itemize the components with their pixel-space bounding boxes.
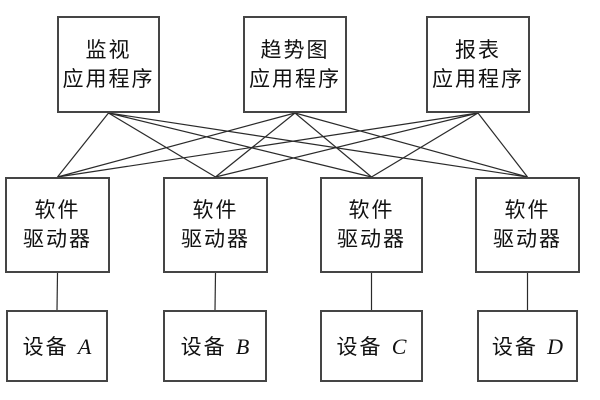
node-device-a: 设备 A: [6, 310, 108, 382]
edge-app3-drv1: [57, 112, 479, 178]
node-label-line2: 驱动器: [23, 227, 92, 251]
node-label-line1: 软件: [192, 198, 239, 222]
node-label-line2: 应用程序: [432, 66, 524, 91]
node-trend-chart-application: 趋势图 应用程序: [243, 16, 347, 113]
edge-app3-drv4: [477, 112, 528, 178]
edge-app1-drv1: [57, 112, 109, 178]
node-label-line1: 报表: [455, 37, 501, 62]
edge-app1-drv4: [108, 112, 528, 178]
node-software-driver-1: 软件 驱动器: [5, 177, 110, 273]
node-label: 设备 C: [337, 331, 407, 361]
node-monitor-application: 监视 应用程序: [57, 16, 160, 113]
edge-app3-drv3: [371, 112, 479, 178]
node-software-driver-4: 软件 驱动器: [475, 177, 580, 273]
node-label-line2: 驱动器: [493, 227, 562, 251]
device-letter: B: [235, 334, 250, 359]
device-letter: C: [391, 334, 407, 359]
edge-app1-drv2: [108, 112, 216, 178]
node-label-line1: 监视: [85, 37, 132, 62]
node-label-line2: 驱动器: [337, 227, 406, 251]
edge-app3-drv2: [215, 112, 479, 178]
device-word: 设备: [491, 335, 538, 359]
node-software-driver-2: 软件 驱动器: [163, 177, 268, 273]
node-label-line2: 应用程序: [249, 66, 341, 91]
node-label-line1: 软件: [504, 198, 551, 222]
edge-drv2-dev2: [214, 272, 217, 311]
node-label-line2: 驱动器: [181, 227, 250, 251]
edge-app1-drv3: [108, 112, 372, 178]
edge-app2-drv4: [294, 112, 528, 178]
node-label: 设备 D: [492, 331, 563, 361]
node-label-line1: 软件: [34, 198, 81, 222]
node-label: 设备 B: [181, 331, 250, 361]
node-software-driver-3: 软件 驱动器: [320, 177, 423, 273]
node-label-line2: 应用程序: [62, 66, 155, 91]
node-device-b: 设备 B: [163, 310, 267, 382]
edge-app2-drv3: [294, 112, 372, 178]
node-report-application: 报表 应用程序: [426, 16, 530, 113]
node-device-d: 设备 D: [477, 310, 578, 382]
edge-drv1-dev1: [56, 272, 59, 311]
node-device-c: 设备 C: [320, 310, 423, 382]
edge-app2-drv1: [57, 112, 296, 178]
device-letter: A: [77, 334, 92, 359]
node-label: 设备 A: [23, 331, 92, 361]
node-label-line1: 趋势图: [260, 37, 330, 62]
device-word: 设备: [22, 335, 69, 359]
device-word: 设备: [180, 335, 227, 359]
device-letter: D: [547, 334, 564, 359]
device-word: 设备: [336, 335, 383, 359]
edge-app2-drv2: [215, 112, 296, 178]
node-label-line1: 软件: [348, 198, 395, 222]
